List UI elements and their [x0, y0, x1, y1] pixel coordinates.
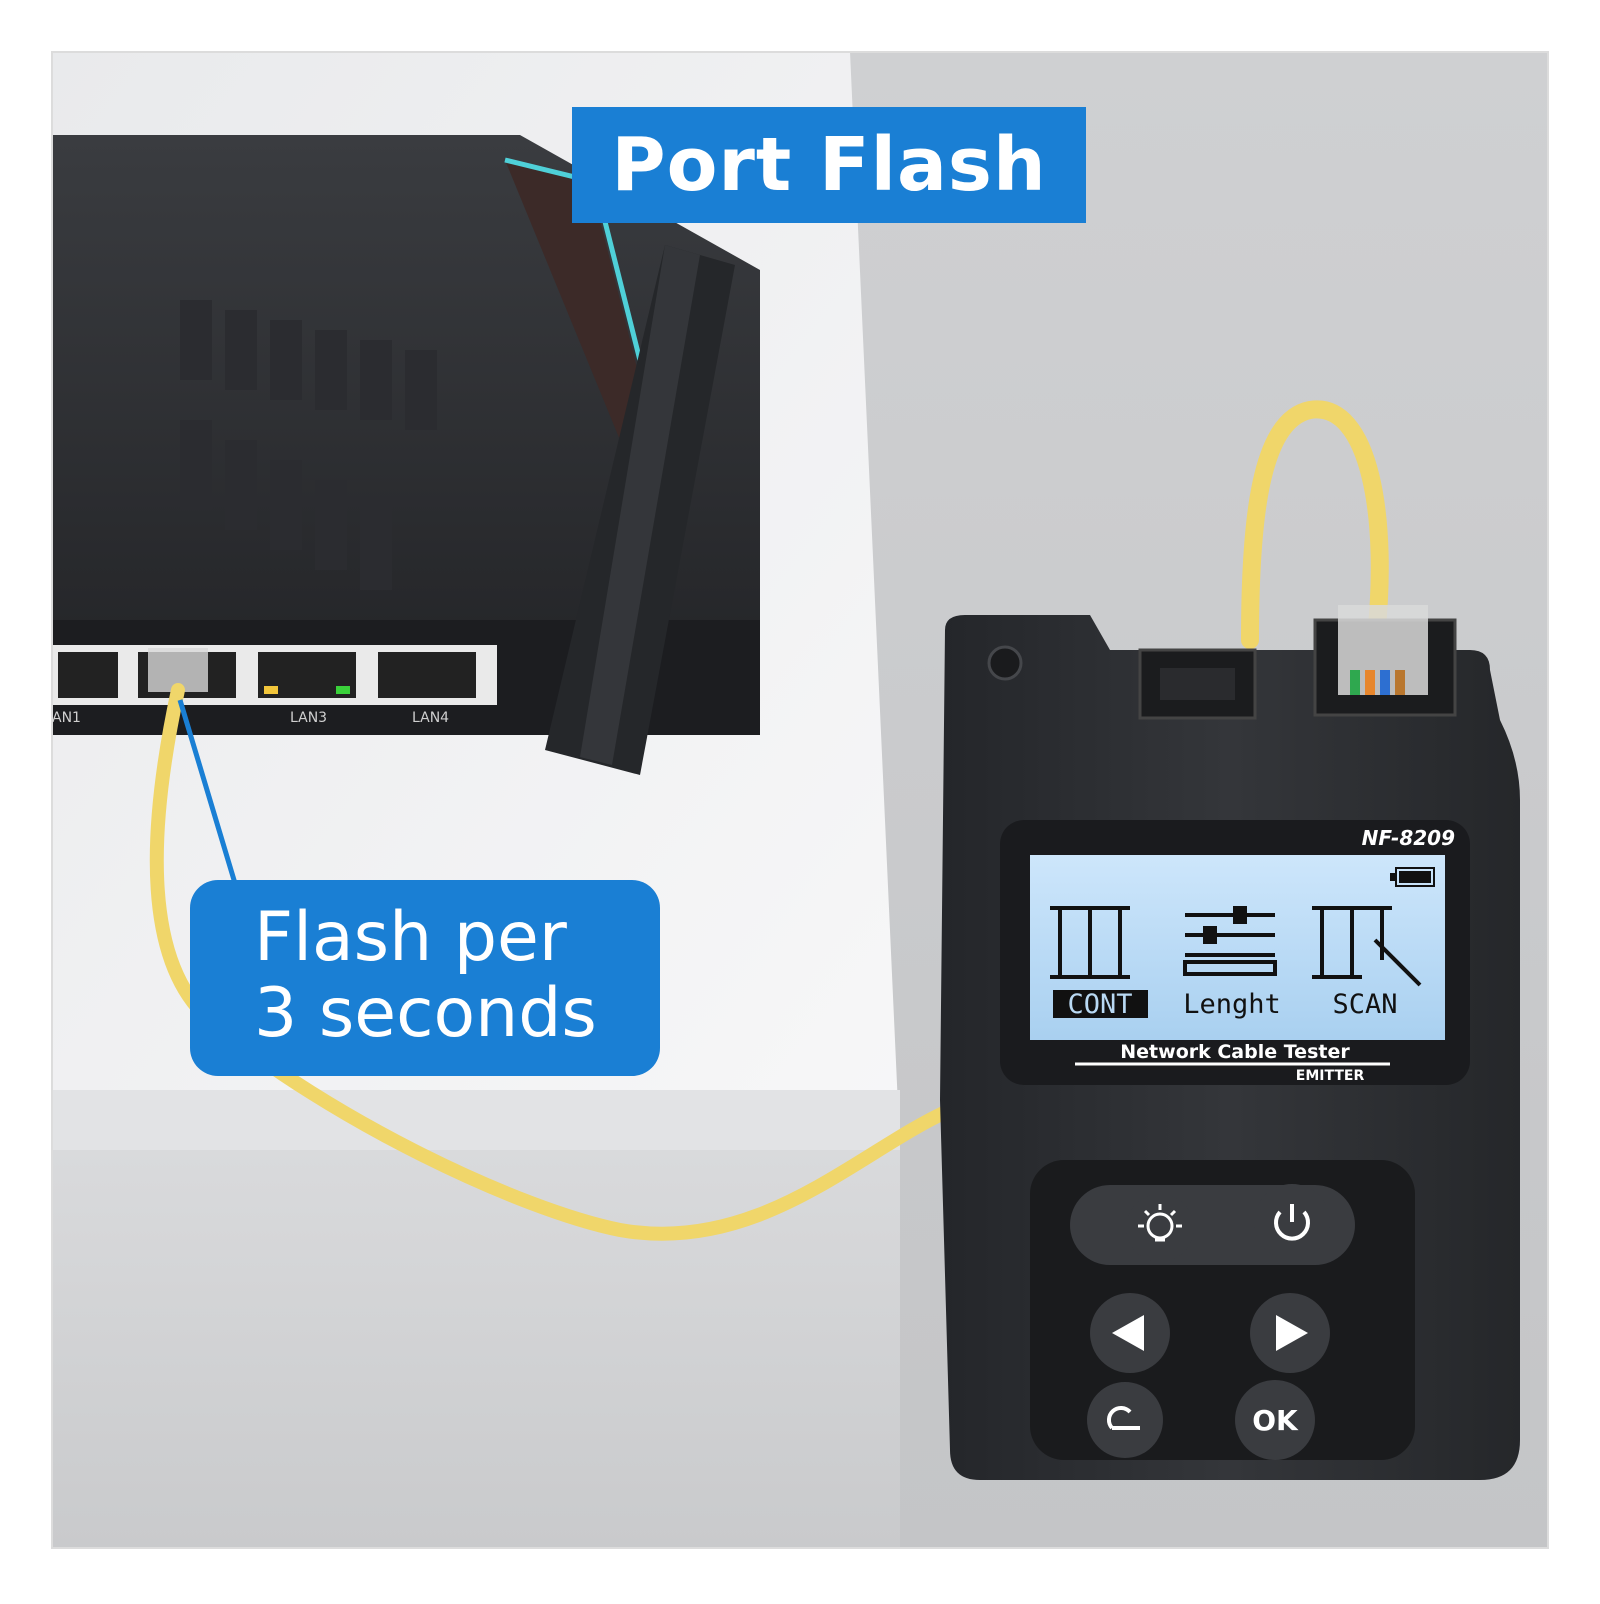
ok-button[interactable]: OK [1235, 1380, 1315, 1460]
power-icon [1274, 1210, 1310, 1241]
rj45-jack-inner [1160, 668, 1235, 700]
port-flash-title: Port Flash [572, 107, 1086, 223]
lan-port-1 [58, 652, 118, 698]
port-label-lan4: LAN4 [412, 710, 449, 726]
wire-green [1350, 670, 1360, 695]
back-button[interactable] [1087, 1382, 1163, 1458]
right-arrow-icon [1276, 1315, 1308, 1351]
light-icon [1146, 1212, 1174, 1240]
scan-mode-icon [1312, 906, 1422, 987]
router: AN1 LAN3 LAN4 [52, 135, 760, 775]
left-arrow-icon [1112, 1315, 1144, 1351]
cont-mode-icon [1050, 906, 1130, 979]
battery-tip [1390, 873, 1395, 881]
cable-tester: NF-8209 CONT Lenght SCAN Network Cable T… [940, 605, 1520, 1480]
router-red-panel [505, 160, 650, 440]
mode-cont: CONT [1067, 989, 1132, 1020]
tester-led [987, 645, 1023, 681]
return-icon [1106, 1405, 1140, 1430]
flash-interval-callout: Flash per 3 seconds [190, 880, 660, 1076]
yellow-cable-loop [1241, 400, 1389, 654]
light-button[interactable] [1126, 1194, 1194, 1262]
yellow-cable [149, 683, 957, 1241]
wire-orange [1365, 670, 1375, 695]
model-label: NF-8209 [1362, 826, 1455, 850]
port-label-lan3: LAN3 [290, 710, 327, 726]
product-name-label: Network Cable Tester [1120, 1041, 1350, 1063]
wire-brown [1395, 670, 1405, 695]
wire-blue [1380, 670, 1390, 695]
length-mode-icon [1183, 906, 1277, 976]
antenna-highlight [580, 245, 700, 765]
lan-port-4 [378, 652, 476, 698]
image-frame [51, 51, 1549, 1549]
selected-mode-highlight [1053, 990, 1148, 1018]
left-button[interactable] [1090, 1293, 1170, 1373]
callout-line-1: Flash per [254, 898, 567, 977]
ok-label: OK [1252, 1404, 1299, 1437]
port-activity-led [264, 686, 278, 694]
router-vents [180, 300, 437, 590]
callout-line-2: 3 seconds [254, 974, 597, 1053]
floor [52, 1150, 900, 1548]
port-label-lan1: AN1 [52, 710, 81, 726]
port-link-led [336, 686, 350, 694]
power-button[interactable] [1254, 1184, 1330, 1260]
mode-length: Lenght [1183, 989, 1281, 1020]
battery-fill [1399, 871, 1431, 883]
right-button[interactable] [1250, 1293, 1330, 1373]
battery-icon [1395, 867, 1435, 887]
emitter-label: EMITTER [1296, 1068, 1365, 1084]
mode-scan: SCAN [1332, 989, 1397, 1020]
shelf-edge [52, 1090, 900, 1150]
callout-pointer [177, 699, 243, 901]
